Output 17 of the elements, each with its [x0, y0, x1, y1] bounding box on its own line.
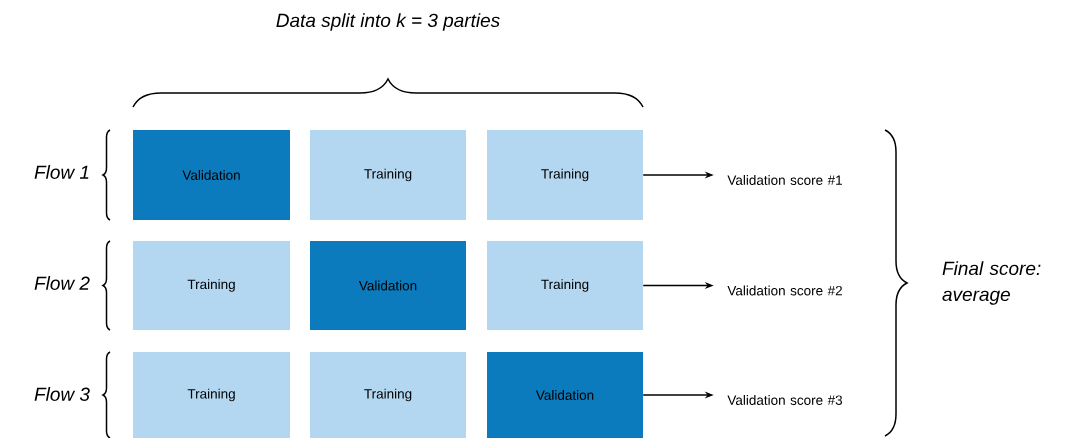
fold-box: Training [133, 352, 290, 438]
flow-label: Flow 2 [34, 276, 90, 290]
fold-box: Training [133, 241, 290, 330]
fold-box: Training [310, 130, 466, 220]
fold-box: Training [310, 352, 466, 438]
flow-label: Flow 1 [34, 165, 89, 179]
score-text: Validation score #2 [727, 285, 842, 296]
fold-box: Validation [487, 352, 643, 438]
fold-box: Training [487, 130, 643, 220]
fold-box: Validation [133, 130, 290, 220]
fold-box: Validation [310, 241, 466, 330]
final-score-label: Final score: average [942, 261, 1041, 305]
fold-box: Training [487, 241, 643, 330]
flow-label: Flow 3 [34, 387, 90, 401]
score-text: Validation score #1 [727, 175, 842, 185]
title-text: Data split into k = 3 parties [276, 13, 500, 31]
score-text: Validation score #3 [727, 395, 843, 405]
